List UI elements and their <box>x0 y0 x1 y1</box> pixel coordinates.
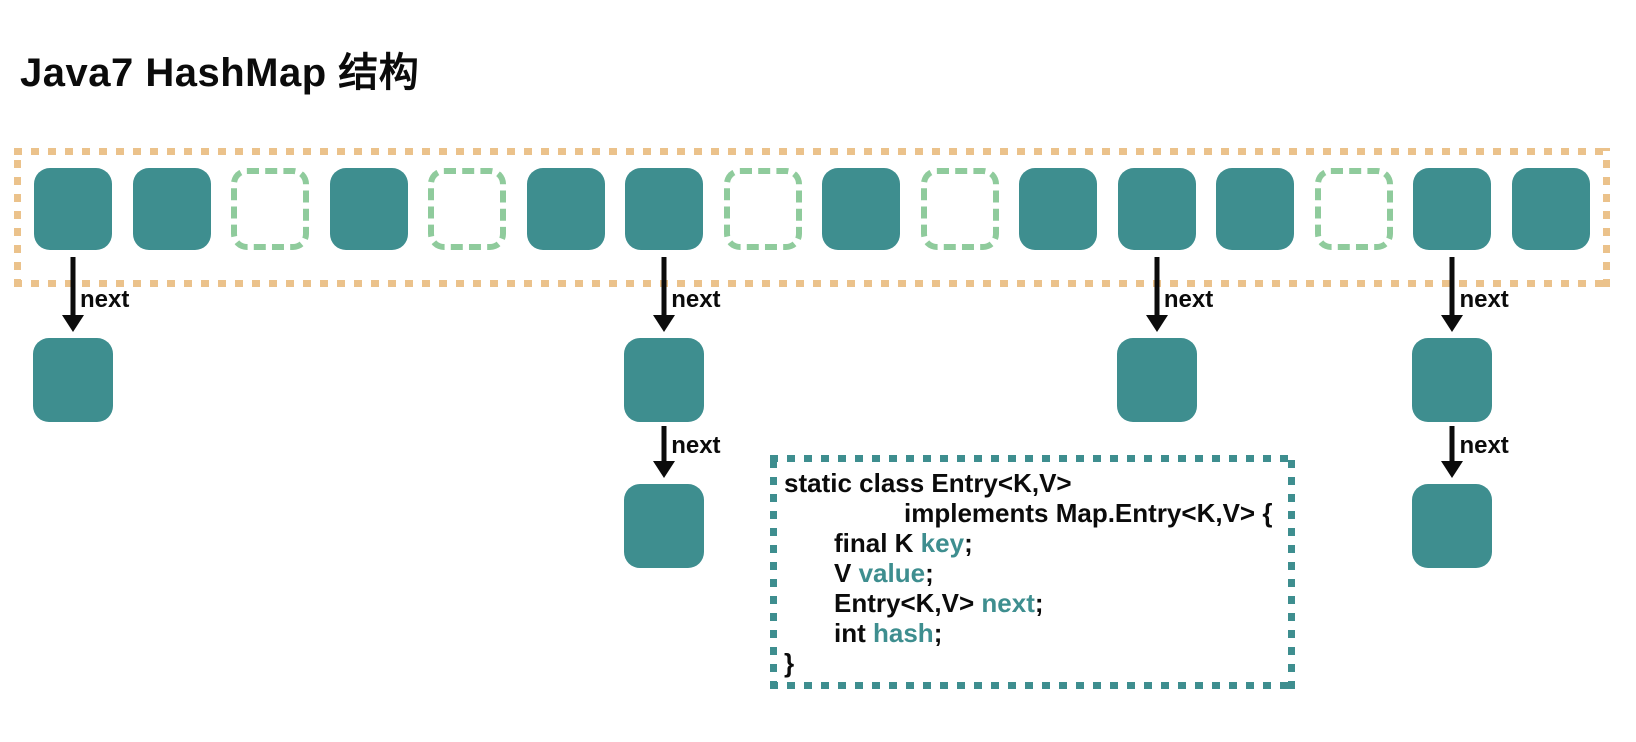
code-segment: int <box>834 618 873 648</box>
bucket-cell-9-empty <box>920 168 999 250</box>
bucket-array-box <box>14 148 1610 287</box>
code-segment: ; <box>1034 588 1044 618</box>
code-segment: V <box>834 558 859 588</box>
arrow-head-icon <box>1441 461 1464 478</box>
bucket-cell-6-filled <box>625 168 704 250</box>
chain-bucket-0: next <box>33 0 129 742</box>
arrow-shaft <box>661 426 667 464</box>
code-line-3: V value; <box>834 558 1281 588</box>
bucket-cell-7-empty <box>723 168 802 250</box>
chain-bucket-6: next next <box>624 0 721 742</box>
next-label: next <box>1459 432 1509 459</box>
page-title: Java7 HashMap 结构 <box>20 51 420 95</box>
bucket-cell-10-filled <box>1019 168 1098 250</box>
next-label: next <box>671 286 721 313</box>
next-label: next <box>671 432 721 459</box>
code-line-5: int hash; <box>834 618 1281 648</box>
code-segment: } <box>784 648 795 678</box>
code-segment: implements Map.Entry<K,V> { <box>904 498 1273 528</box>
code-line-1: implements Map.Entry<K,V> { <box>904 498 1281 528</box>
entry-node <box>1412 484 1493 568</box>
entry-node <box>1116 338 1197 422</box>
code-line-2: final K key; <box>834 528 1281 558</box>
bucket-cell-1-filled <box>132 168 211 250</box>
bucket-cell-3-filled <box>329 168 408 250</box>
code-segment: ; <box>964 528 973 558</box>
bucket-cell-4-empty <box>428 168 507 250</box>
bucket-cells-row <box>14 148 1610 287</box>
code-segment: Entry<K,V> <box>834 588 982 618</box>
code-line-0: static class Entry<K,V> <box>784 468 1281 498</box>
entry-node <box>1412 338 1493 422</box>
code-segment: final K <box>834 528 921 558</box>
code-segment: next <box>981 588 1035 618</box>
code-line-6: } <box>784 648 1281 678</box>
next-arrow: next <box>1412 426 1509 478</box>
entry-class-code-box: static class Entry<K,V>implements Map.En… <box>770 455 1295 689</box>
bucket-cell-13-empty <box>1314 168 1393 250</box>
bucket-cell-2-empty <box>231 168 310 250</box>
next-label: next <box>1163 286 1214 313</box>
bucket-cell-5-filled <box>526 168 605 250</box>
entry-node <box>624 484 705 568</box>
bucket-cell-14-filled <box>1413 168 1492 250</box>
arrow-head-icon <box>653 315 676 332</box>
bucket-cell-0-filled <box>34 168 112 250</box>
next-label: next <box>1459 286 1509 313</box>
entry-node <box>33 338 113 422</box>
bucket-cell-8-filled <box>822 168 901 250</box>
next-label: next <box>80 286 130 313</box>
entry-node <box>624 338 705 422</box>
next-arrow: next <box>624 426 721 478</box>
code-line-4: Entry<K,V> next; <box>834 588 1281 618</box>
arrow-head-icon <box>1441 315 1464 332</box>
code-segment: ; <box>925 558 934 588</box>
code-segment: hash <box>873 618 934 648</box>
arrow-head-icon <box>62 315 84 332</box>
code-lines: static class Entry<K,V>implements Map.En… <box>784 468 1281 678</box>
arrow-head-icon <box>653 461 676 478</box>
code-segment: value <box>858 558 926 588</box>
bucket-cell-12-filled <box>1216 168 1295 250</box>
chain-bucket-14: next next <box>1412 0 1509 742</box>
code-segment: ; <box>933 618 943 648</box>
bucket-cell-11-filled <box>1117 168 1196 250</box>
code-segment: key <box>920 528 965 558</box>
code-segment: static class Entry<K,V> <box>784 468 1072 498</box>
bucket-cell-15-filled <box>1511 168 1590 250</box>
arrow-shaft <box>1449 426 1455 464</box>
arrow-head-icon <box>1145 315 1168 332</box>
